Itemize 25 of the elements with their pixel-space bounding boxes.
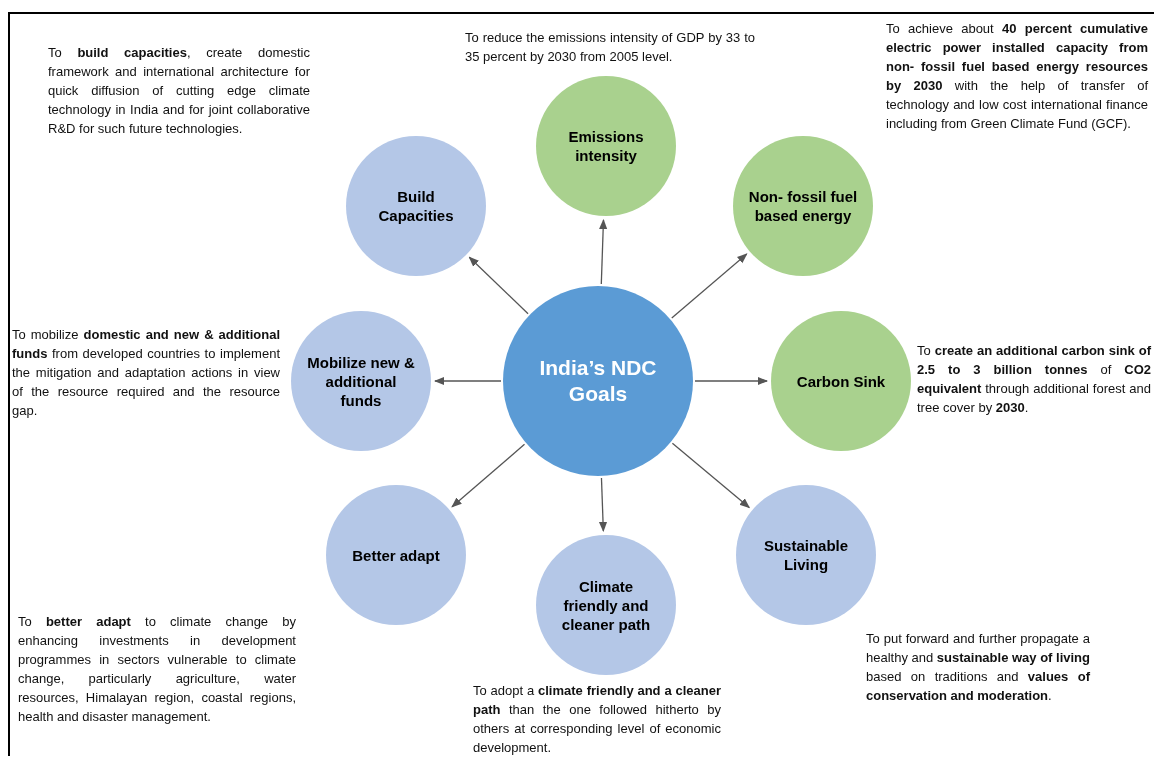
goal-description: To build capacities, create domestic framework and international architecture for quick diffusion of cutting edge climate technology in India and for joint collaborative R&D for such future technologies.	[48, 44, 310, 138]
goal-title: India’s NDC Goals	[538, 355, 658, 407]
goal-title: Mobilize new & additional funds	[306, 352, 416, 410]
goal-description: To put forward and further propagate a healthy and sustainable way of living based on traditions and values of conservation and moderation.	[866, 630, 1090, 705]
arrow	[694, 376, 769, 386]
arrow	[598, 477, 608, 533]
goal-title: Carbon Sink	[795, 371, 887, 391]
goal-description: To achieve about 40 percent cumulative electric power installed capacity from non- fossil fuel based energy resources by 2030 with the help of transfer of technology and low cost international finance including from Green Climate Fund (GCF).	[886, 20, 1148, 133]
goal-title: Build Capacities	[377, 187, 455, 225]
goal-description: To adopt a climate friendly and a cleaner path than the one followed hitherto by others at corresponding level of economic development.	[473, 682, 721, 757]
goal-title: Sustainable Living	[762, 536, 850, 574]
arrow	[451, 443, 526, 508]
goal-description: To mobilize domestic and new & additional funds from developed countries to implement the mitigation and adaptation actions in view of the resource required and the resource gap.	[12, 326, 280, 420]
arrow	[671, 442, 751, 509]
arrow	[468, 256, 529, 315]
arrow	[433, 376, 502, 386]
goal-title: Non- fossil fuel based energy	[747, 187, 859, 225]
goal-description: To better adapt to climate change by enhancing investments in development programmes in sectors vulnerable to climate change, particularly agriculture, water resources, Himalayan region, coastal regions, health and disaster management.	[18, 613, 296, 726]
goal-title: Climate friendly and cleaner path	[560, 576, 652, 634]
arrow	[599, 218, 608, 285]
goal-title: Emissions intensity	[567, 127, 645, 165]
goal-description: To reduce the emissions intensity of GDP by 33 to 35 percent by 2030 from 2005 level.	[465, 29, 755, 66]
goal-description: To create an additional carbon sink of 2.5 to 3 billion tonnes of CO2 equivalent through additional forest and tree cover by 2030.	[917, 342, 1151, 417]
arrow	[671, 253, 748, 319]
goal-title: Better adapt	[351, 545, 441, 565]
